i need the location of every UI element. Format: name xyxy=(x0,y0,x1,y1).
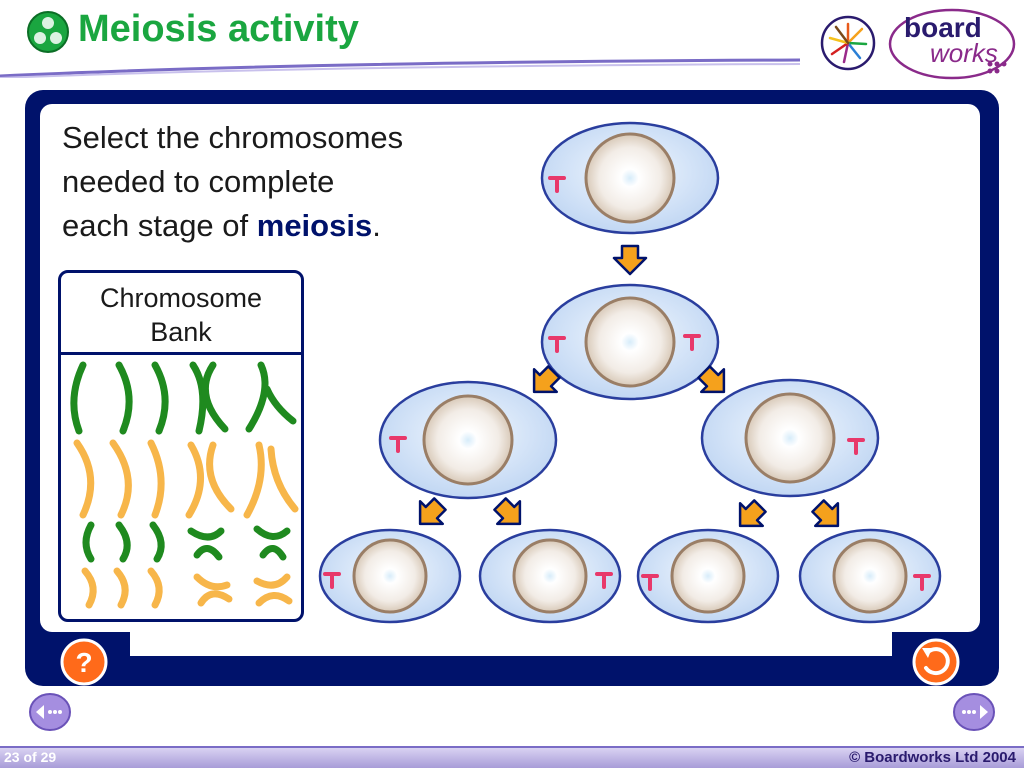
arrow-down-icon xyxy=(612,244,648,276)
chromosome-orange-long-3[interactable] xyxy=(147,439,165,519)
forward-arrow-icon xyxy=(962,705,988,719)
brand-board-text: board xyxy=(904,12,982,43)
help-button[interactable]: ? xyxy=(58,636,110,688)
restart-icon xyxy=(922,647,950,676)
chromosome-green-short-1[interactable] xyxy=(82,521,95,563)
page-title: Meiosis activity xyxy=(78,8,359,50)
chromosome-orange-long-2[interactable] xyxy=(109,439,132,519)
chromosome-green-pair-2[interactable] xyxy=(245,361,297,433)
arrow-down-right-icon xyxy=(805,493,851,539)
chromosome-green-long-1[interactable] xyxy=(70,361,87,435)
chromosome-bank-items xyxy=(70,361,299,609)
chromosome-logo-icon xyxy=(27,11,69,53)
chromosome-bank: Chromosome Bank xyxy=(58,270,304,622)
arrow-down-right-icon xyxy=(487,491,533,537)
chromosome-green-short-2[interactable] xyxy=(115,521,131,563)
bank-title-line-1: Chromosome xyxy=(99,283,263,313)
chromosome-orange-cross-2[interactable] xyxy=(253,573,293,607)
boardworks-sun-logo-icon xyxy=(820,15,876,71)
header: Meiosis activity board works xyxy=(0,0,1024,80)
panel-bottom-strip xyxy=(130,632,892,656)
chromosome-orange-pair-1[interactable] xyxy=(185,441,235,519)
cell-gamete-2[interactable] xyxy=(478,528,622,624)
chromosome-orange-short-2[interactable] xyxy=(113,567,129,609)
arrow-down-left-icon xyxy=(407,491,453,537)
chromosome-orange-short-1[interactable] xyxy=(81,567,97,609)
arrow-down-left-icon xyxy=(727,493,773,539)
title-underline xyxy=(0,58,800,78)
footer-bar xyxy=(0,748,1024,768)
chromosome-orange-pair-2[interactable] xyxy=(243,441,299,519)
chromosome-orange-cross-1[interactable] xyxy=(193,573,233,607)
chromosome-bank-title: Chromosome Bank xyxy=(61,273,301,355)
cell-interphase[interactable] xyxy=(540,283,720,401)
chromosome-green-short-3[interactable] xyxy=(149,521,165,563)
question-icon: ? xyxy=(75,647,92,678)
back-arrow-icon xyxy=(36,705,62,719)
copyright: © Boardworks Ltd 2004 xyxy=(849,749,1016,766)
restart-button[interactable] xyxy=(910,636,962,688)
meiosis-diagram xyxy=(318,121,942,624)
instructions: Select the chromosomes needed to complet… xyxy=(62,116,502,248)
instruction-line-3-suffix: . xyxy=(372,208,381,243)
boardworks-logo-icon xyxy=(888,8,1016,80)
next-slide-button[interactable] xyxy=(952,692,996,732)
chromosome-green-cross-1[interactable] xyxy=(187,527,225,561)
instruction-line-2: needed to complete xyxy=(62,164,335,199)
footer-divider xyxy=(0,746,1024,749)
chromosome-green-long-2[interactable] xyxy=(115,361,133,435)
instruction-line-1: Select the chromosomes xyxy=(62,120,404,155)
cell-gamete-3[interactable] xyxy=(636,528,780,624)
cell-parent[interactable] xyxy=(540,121,720,235)
instruction-keyword: meiosis xyxy=(256,208,373,243)
instruction-line-3: each stage of meiosis. xyxy=(62,204,502,248)
chromosome-orange-short-3[interactable] xyxy=(147,567,163,609)
bank-title-line-2: Bank xyxy=(150,317,212,347)
chromosome-green-long-3[interactable] xyxy=(151,361,169,435)
cell-gamete-4[interactable] xyxy=(798,528,942,624)
instruction-line-3-prefix: each stage of xyxy=(62,208,257,243)
cell-meiosis1-right[interactable] xyxy=(700,378,880,498)
brand-works-text: works xyxy=(930,38,998,68)
cell-gamete-1[interactable] xyxy=(318,528,462,624)
chromosome-green-cross-2[interactable] xyxy=(253,525,291,561)
chromosome-green-pair-1[interactable] xyxy=(189,361,229,435)
previous-slide-button[interactable] xyxy=(28,692,72,732)
chromosome-orange-long-1[interactable] xyxy=(73,439,95,519)
page-number: 23 of 29 xyxy=(4,749,57,765)
cell-meiosis1-left[interactable] xyxy=(378,380,558,500)
